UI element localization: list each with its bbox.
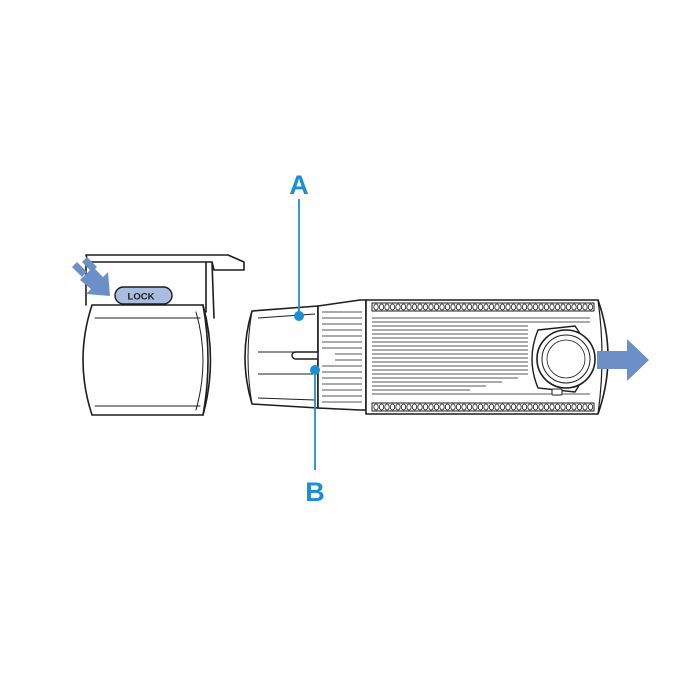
lock-badge: LOCK: [114, 286, 173, 305]
knurl-top: [373, 303, 594, 311]
body-grooves: [372, 317, 590, 395]
knurl-bottom: [373, 403, 594, 411]
callout-b-label: B: [305, 477, 325, 507]
lock-badge-pill: [114, 286, 173, 305]
grip-ring: [317, 299, 367, 411]
callout-a: A: [289, 170, 309, 321]
callout-b-dot: [310, 365, 320, 375]
double-chevron-arrow-icon: [72, 257, 110, 296]
right-arrow-icon: [597, 339, 649, 381]
callout-a-label: A: [289, 170, 309, 200]
mount-cylinder-rim: [202, 304, 212, 416]
camera-lens: [531, 325, 596, 396]
lock-label: LOCK: [128, 292, 155, 303]
callout-b: B: [305, 365, 325, 507]
callout-a-dot: [294, 311, 304, 321]
windshield-mount: [82, 254, 245, 416]
connector-cap: [244, 305, 319, 409]
mount-top-plate: [85, 254, 245, 271]
mount-cylinder: [82, 304, 209, 416]
